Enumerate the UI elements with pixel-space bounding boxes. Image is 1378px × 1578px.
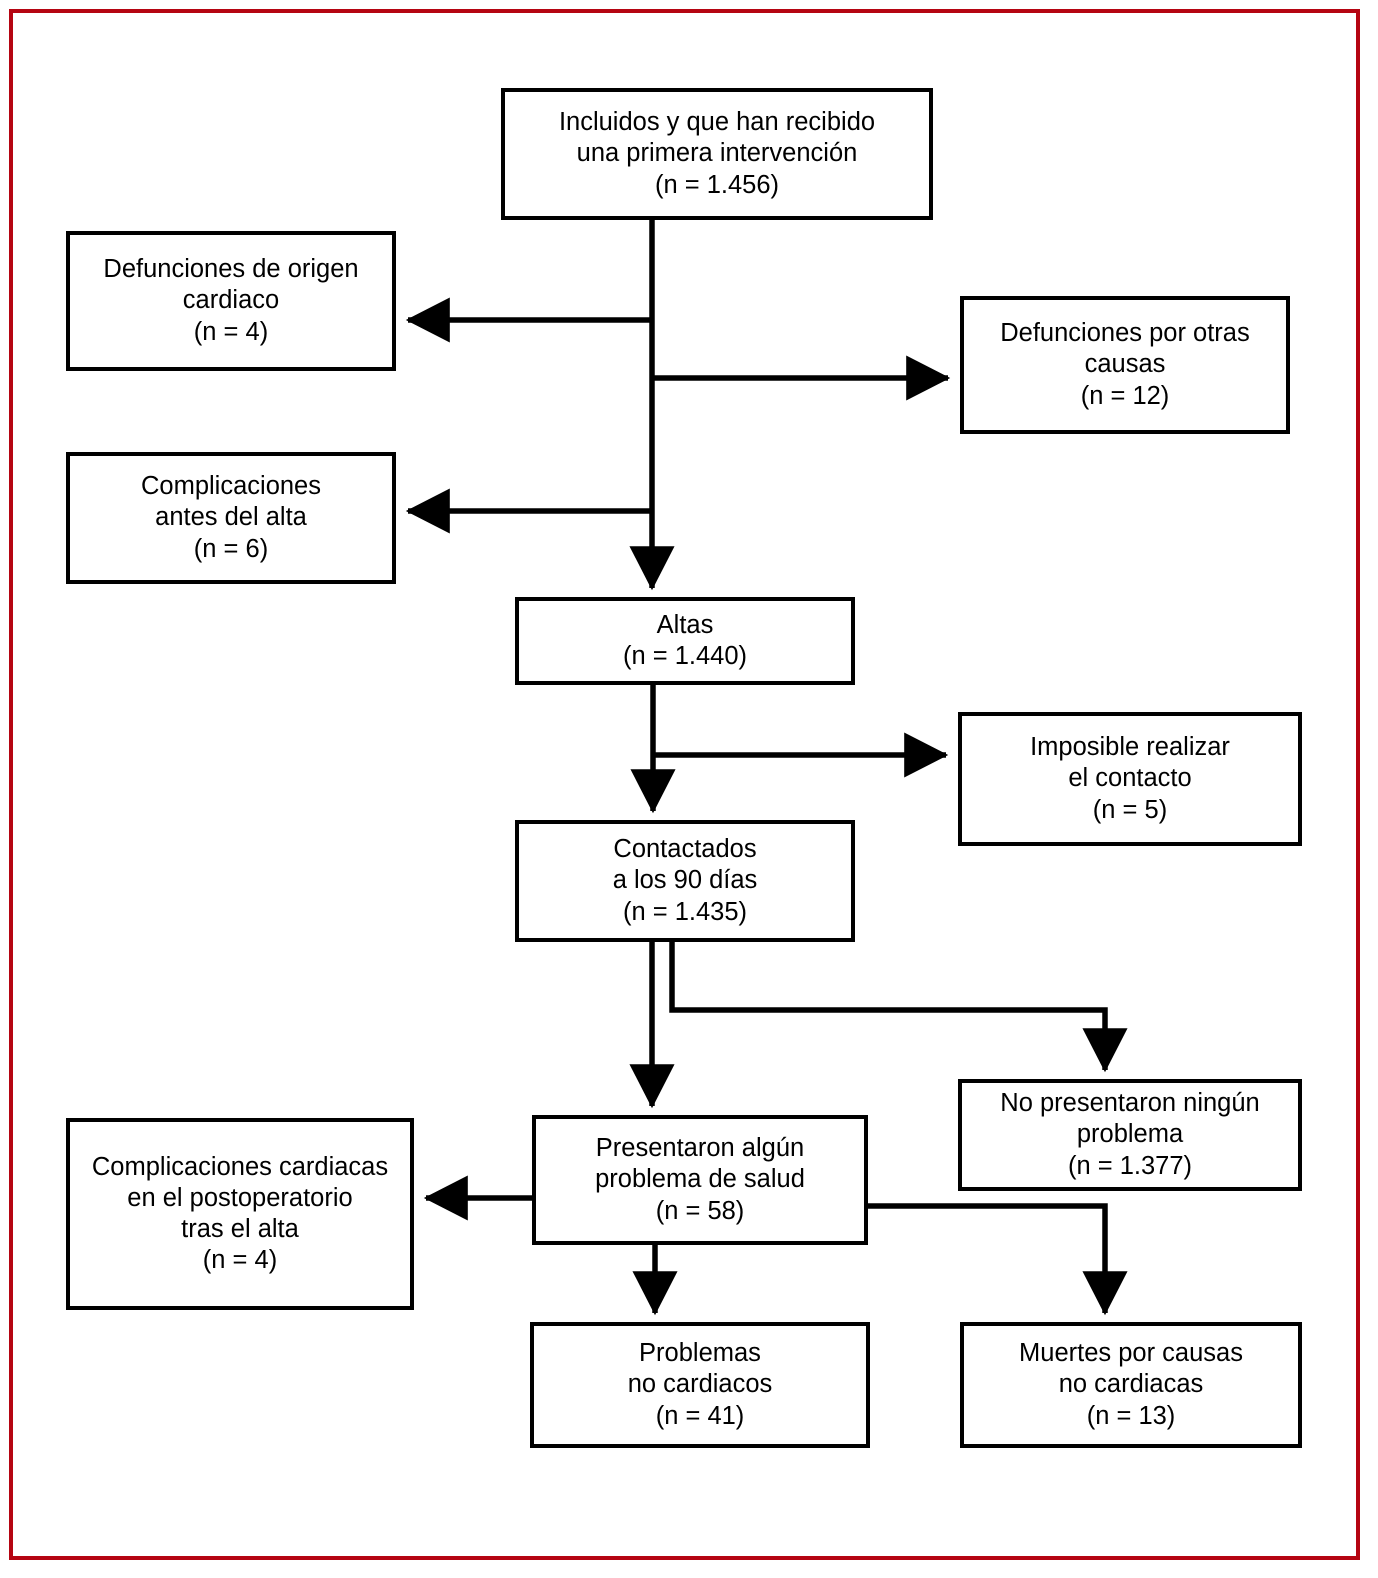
edge-contacted-to-no-problem [669, 942, 1128, 1073]
node-non-cardiac-deaths: Muertes por causas no cardiacas (n = 13) [960, 1322, 1302, 1448]
node-no-problem-label: No presentaron ningún problema (n = 1.37… [1000, 1089, 1260, 1180]
node-complications-before-discharge-label: Complicaciones antes del alta (n = 6) [141, 472, 321, 563]
node-non-cardiac-problems: Problemas no cardiacos (n = 41) [530, 1322, 870, 1448]
node-cardiac-deaths-label: Defunciones de origen cardiaco (n = 4) [103, 255, 359, 346]
node-cardiac-complications-post: Complicaciones cardiacas en el postopera… [66, 1118, 414, 1310]
node-impossible-contact-label: Imposible realizar el contacto (n = 5) [1030, 733, 1230, 824]
node-contacted-label: Contactados a los 90 días (n = 1.435) [612, 835, 758, 926]
node-impossible-contact: Imposible realizar el contacto (n = 5) [958, 712, 1302, 846]
node-discharges-label: Altas (n = 1.440) [622, 610, 748, 670]
node-cardiac-complications-post-label: Complicaciones cardiacas en el postopera… [91, 1152, 389, 1275]
node-included: Incluidos y que han recibido una primera… [501, 88, 933, 220]
node-no-problem: No presentaron ningún problema (n = 1.37… [958, 1079, 1302, 1191]
node-included-label: Incluidos y que han recibido una primera… [558, 108, 876, 199]
node-cardiac-deaths: Defunciones de origen cardiaco (n = 4) [66, 231, 396, 371]
node-complications-before-discharge: Complicaciones antes del alta (n = 6) [66, 452, 396, 584]
edge-some-health-problem-to-non-cardiac-deaths [868, 1203, 1128, 1316]
node-non-cardiac-problems-label: Problemas no cardiacos (n = 41) [627, 1339, 773, 1430]
node-some-health-problem-label: Presentaron algún problema de salud (n =… [595, 1134, 805, 1225]
node-contacted: Contactados a los 90 días (n = 1.435) [515, 820, 855, 942]
node-other-deaths: Defunciones por otras causas (n = 12) [960, 296, 1290, 434]
node-some-health-problem: Presentaron algún problema de salud (n =… [532, 1115, 868, 1245]
node-non-cardiac-deaths-label: Muertes por causas no cardiacas (n = 13) [1019, 1339, 1243, 1430]
node-discharges: Altas (n = 1.440) [515, 597, 855, 685]
node-other-deaths-label: Defunciones por otras causas (n = 12) [1000, 319, 1250, 410]
